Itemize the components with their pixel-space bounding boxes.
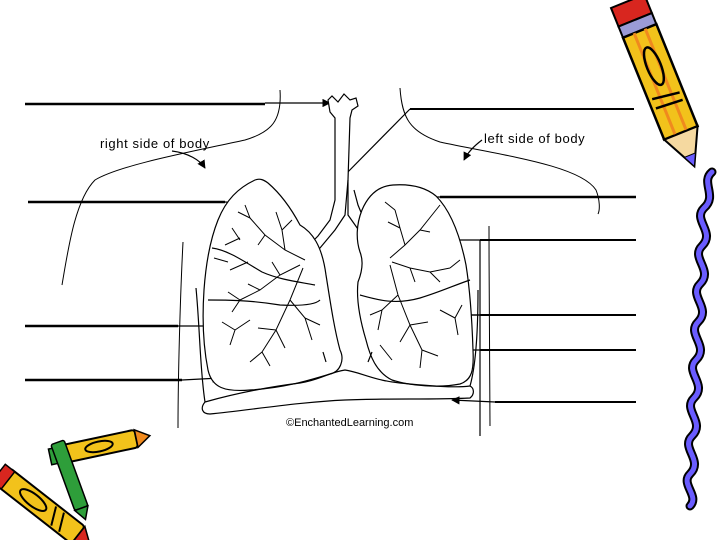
- arrow-pointer: [339, 108, 411, 181]
- crayons-clipart-icon: [0, 428, 152, 545]
- blank-lines-right: [410, 108, 636, 403]
- blank-lines-left: [25, 102, 265, 382]
- left-lung: [356, 184, 474, 387]
- right-side-label: right side of body: [100, 136, 210, 151]
- arrow-pointer: [171, 150, 206, 169]
- diaphragm: [195, 287, 479, 415]
- copyright-label: ©EnchantedLearning.com: [286, 417, 413, 429]
- squiggle-border-icon: [682, 167, 717, 511]
- right-lung: [202, 178, 343, 392]
- pencil-clipart-icon: [609, 0, 700, 169]
- arrow-pointer: [463, 139, 483, 161]
- body-outline: [61, 87, 600, 429]
- arrow-pointer: [451, 396, 496, 405]
- bronchial-tree-left: [369, 201, 463, 369]
- left-side-label: left side of body: [484, 131, 585, 146]
- bronchial-tree-right: [213, 204, 321, 367]
